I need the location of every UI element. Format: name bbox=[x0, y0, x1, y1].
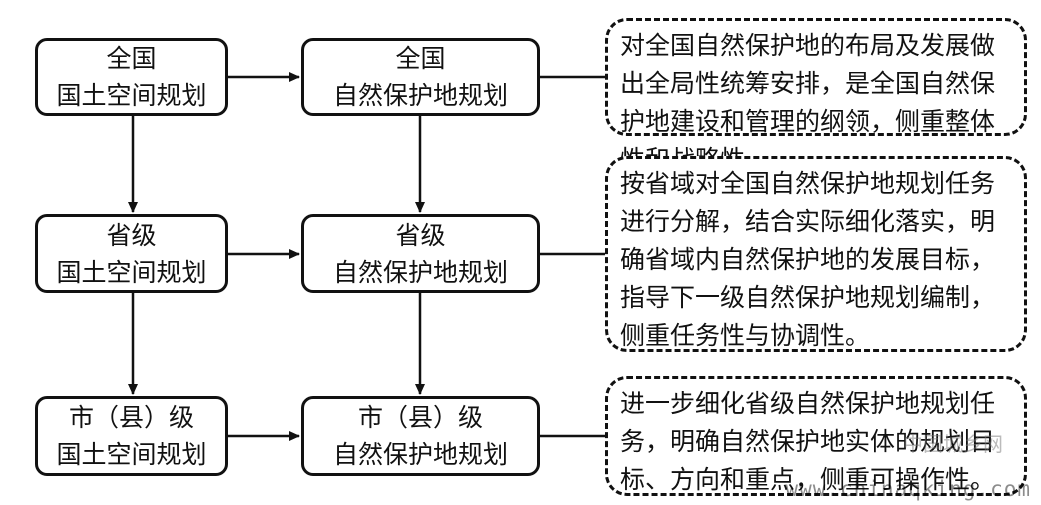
box-line2: 国土空间规划 bbox=[56, 440, 207, 469]
box-line2: 自然保护地规划 bbox=[332, 257, 508, 287]
national-territorial-planning-box: 全国 国土空间规划 bbox=[35, 38, 228, 116]
provincial-nature-reserve-planning-box: 省级 自然保护地规划 bbox=[301, 214, 540, 293]
box-line1: 全国 bbox=[106, 44, 157, 73]
note-text: 按省域对全国自然保护地规划任务进行分解，结合实际细化落实，明确省域内自然保护地的… bbox=[620, 169, 996, 350]
watermark-url: www.chinaqking.com bbox=[785, 477, 1031, 501]
box-line2: 国土空间规划 bbox=[56, 257, 207, 287]
box-line1: 省级 bbox=[395, 220, 446, 250]
box-line1: 市（县）级 bbox=[68, 403, 194, 432]
national-description-note: 对全国自然保护地的布局及发展做出全局性统筹安排，是全国自然保护地建设和管理的纲领… bbox=[605, 18, 1027, 174]
provincial-territorial-planning-box: 省级 国土空间规划 bbox=[35, 214, 228, 293]
note-text: 进一步细化省级自然保护地规划任务，明确自然保护地实体的规划目标、方向和重点，侧重… bbox=[620, 389, 996, 494]
county-nature-reserve-planning-box: 市（县）级 自然保护地规划 bbox=[301, 396, 540, 476]
box-line1: 市（县）级 bbox=[357, 403, 483, 432]
box-line2: 国土空间规划 bbox=[56, 81, 207, 110]
box-line2: 自然保护地规划 bbox=[332, 440, 508, 469]
national-nature-reserve-planning-box: 全国 自然保护地规划 bbox=[301, 38, 540, 116]
provincial-description-note: 按省域对全国自然保护地规划任务进行分解，结合实际细化落实，明确省域内自然保护地的… bbox=[605, 156, 1027, 352]
watermark-text-cn: 中国城乡网 bbox=[903, 432, 1003, 456]
box-line1: 全国 bbox=[395, 44, 446, 73]
box-line2: 自然保护地规划 bbox=[332, 81, 508, 110]
box-line1: 省级 bbox=[106, 220, 157, 250]
county-territorial-planning-box: 市（县）级 国土空间规划 bbox=[35, 396, 228, 476]
county-description-note: 进一步细化省级自然保护地规划任务，明确自然保护地实体的规划目标、方向和重点，侧重… bbox=[605, 376, 1027, 496]
